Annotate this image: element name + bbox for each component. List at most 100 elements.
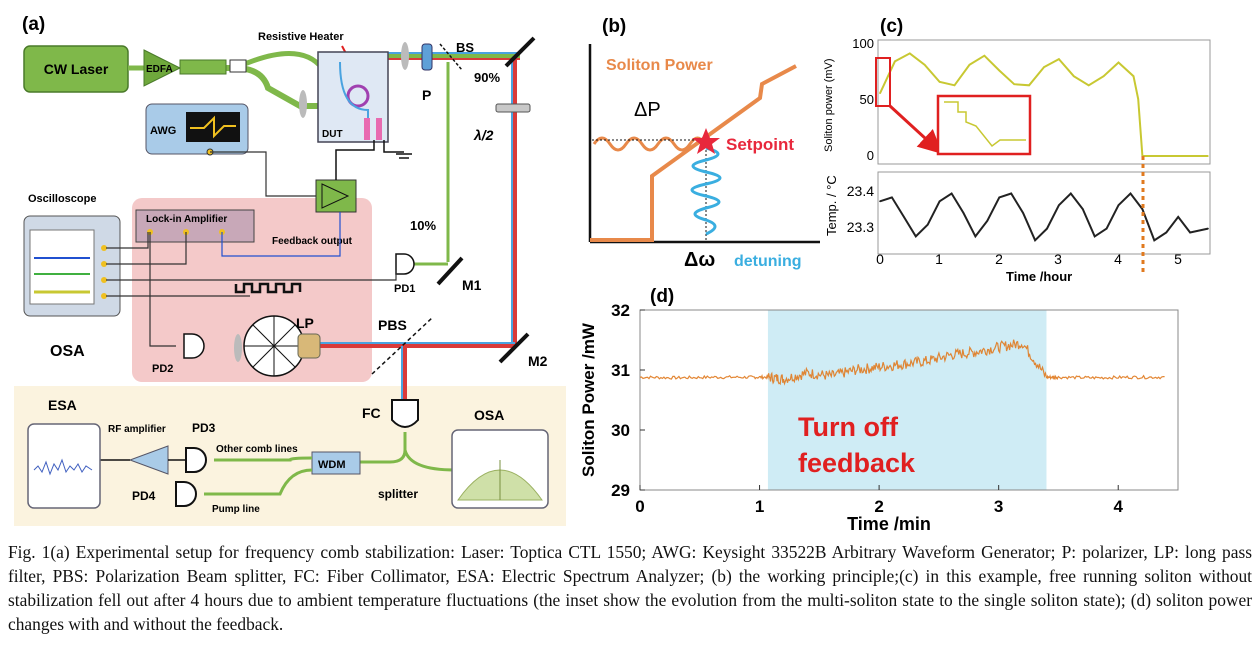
c-top-point — [1132, 75, 1135, 77]
half-wave-label: λ/2 — [473, 127, 494, 143]
c-bottom-point — [1207, 227, 1209, 230]
c-bottom-point — [1010, 192, 1012, 195]
c-bottom-point — [926, 223, 929, 226]
c-bottom-point — [1046, 227, 1048, 230]
soliton-power-label: Soliton Power — [606, 57, 713, 74]
probe-2 — [376, 118, 382, 140]
scope-cable-1 — [106, 232, 149, 249]
c-bottom-point — [1129, 192, 1132, 195]
d-xtick-label: 0 — [635, 497, 644, 516]
c-top-point — [1013, 83, 1015, 85]
c-top-series-line — [879, 52, 1208, 157]
c-top-point — [968, 64, 971, 66]
scope-port-3 — [101, 277, 107, 283]
ten-label: 10% — [410, 218, 436, 233]
scope-port-1 — [101, 245, 107, 251]
c-top-point — [953, 84, 956, 87]
c-xlabel: Time /hour — [1006, 269, 1072, 284]
c-top-point — [1028, 84, 1030, 87]
pd1-detector — [395, 253, 415, 275]
power-fluctuation — [592, 136, 706, 152]
setpoint-star — [692, 128, 720, 154]
mirror-top — [504, 36, 536, 68]
d-xtick-label: 1 — [755, 497, 764, 516]
c-top-point — [1137, 98, 1139, 100]
c-bottom-point — [879, 200, 881, 203]
c-inset-arrow — [888, 104, 943, 155]
pump-line-label: Pump line — [212, 504, 260, 515]
feedback-output-label: Feedback output — [272, 236, 353, 247]
wdm-box — [311, 451, 361, 475]
sum-amp-symbol — [321, 183, 350, 209]
pd2-cable — [149, 232, 176, 347]
cw-laser-label: CW Laser — [44, 61, 109, 77]
polarizer — [421, 43, 433, 71]
c-top-ytick-0: 100 — [852, 36, 874, 51]
chopper-spokes — [244, 316, 304, 376]
setpoint-label: Setpoint — [726, 135, 794, 154]
d-series-line — [639, 339, 1165, 386]
c-bottom-point — [1070, 192, 1072, 195]
d-ytick-label: 31 — [611, 361, 630, 380]
c-top-frame — [877, 39, 1211, 165]
d-ylabel: Soliton Power /mW — [579, 322, 598, 477]
c-bottom-point — [1153, 239, 1156, 242]
lockin-box — [135, 209, 255, 243]
wdm-label: WDM — [318, 459, 346, 471]
osa-left-label: OSA — [50, 343, 85, 360]
delta-p-label: ΔP — [634, 99, 661, 121]
c-top-point — [879, 92, 881, 95]
panel-b-principle: (b) Soliton Power ΔP Setpoint Δω detunin… — [588, 16, 820, 271]
scope-port-2 — [101, 261, 107, 267]
turn-off-label: Turn off — [798, 412, 899, 442]
delta-omega-label: Δω — [684, 249, 715, 271]
osa-right-label: OSA — [474, 407, 504, 423]
c-top-point — [1087, 84, 1090, 87]
pd2-label: PD2 — [152, 363, 173, 375]
fiber-to-osa — [403, 449, 456, 472]
pd1-label: PD1 — [394, 283, 415, 295]
scope-cable-2 — [106, 232, 187, 265]
pd1-cable — [106, 270, 397, 281]
c-bottom-frame — [877, 171, 1211, 255]
c-top-ylabel: Soliton power (mV) — [823, 58, 835, 152]
c-bottom-point — [1093, 235, 1096, 238]
c-top-point — [1117, 61, 1120, 64]
fc-label: FC — [362, 405, 381, 421]
c-inset-box — [936, 94, 1032, 156]
heater-cable — [335, 140, 375, 180]
awg-waveform — [190, 115, 236, 139]
c-top-point — [938, 81, 941, 83]
fiber-comb — [214, 456, 313, 462]
d-ytick-label: 30 — [611, 421, 630, 440]
microresonator — [346, 84, 370, 108]
pd4-detector — [175, 481, 197, 507]
figure-caption: Fig. 1(a) Experimental setup for frequen… — [8, 542, 1252, 634]
c-bottom-point — [974, 235, 977, 238]
c-top-point — [1058, 58, 1060, 60]
c-top-point — [1102, 75, 1105, 77]
m2-label: M2 — [528, 353, 548, 369]
c-xtick-0: 0 — [876, 251, 884, 267]
p-label: P — [422, 87, 431, 103]
c-bottom-point — [1177, 216, 1179, 218]
c-bottom-point — [1022, 212, 1024, 214]
d-ytick-label: 32 — [611, 301, 630, 320]
c-bottom-ytick-0: 23.4 — [847, 183, 874, 199]
panel-a-label: (a) — [22, 14, 45, 35]
c-inset-trace — [944, 101, 1026, 148]
c-top-point — [1207, 155, 1209, 157]
c-top-ytick-2: 0 — [867, 148, 874, 163]
fiber-loop — [239, 51, 324, 70]
heater-label: Resistive Heater — [258, 31, 344, 43]
c-bottom-point — [986, 220, 989, 222]
ground-cable — [383, 140, 404, 153]
edfa-triangle — [143, 49, 182, 87]
c-top-ytick-1: 50 — [860, 92, 874, 107]
c-top-point — [998, 69, 1001, 72]
collimator-1 — [229, 59, 247, 73]
pd3-label: PD3 — [192, 421, 216, 435]
scope-port-4 — [101, 293, 107, 299]
c-bottom-series-line — [879, 191, 1209, 243]
